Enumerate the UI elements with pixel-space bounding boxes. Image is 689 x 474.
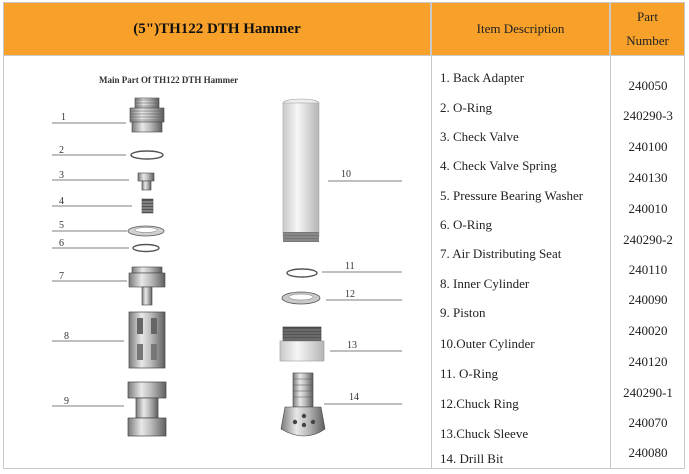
part-number: 240110 <box>628 262 668 277</box>
item-description: 9. Piston <box>440 305 486 320</box>
part-outer-cylinder <box>282 98 320 242</box>
title-text: (5")TH122 DTH Hammer <box>133 20 301 37</box>
part-back-adapter <box>129 97 165 133</box>
part-number: 240290-1 <box>623 385 673 400</box>
part-chuck-sleeve <box>279 326 325 362</box>
part-check-valve <box>137 172 155 191</box>
callout-1: 1 <box>61 112 66 123</box>
description-column: 1. Back Adapter 2. O-Ring 3. Check Valve… <box>431 56 610 469</box>
part-number: 240290-2 <box>623 232 673 247</box>
part-number: 240130 <box>628 170 668 185</box>
part-piston <box>127 381 167 437</box>
part-number: 240090 <box>628 292 668 307</box>
exploded-drawing-panel: Main Part Of TH122 DTH Hammer 1 2 3 4 5 … <box>3 56 431 469</box>
exploded-drawing: Main Part Of TH122 DTH Hammer 1 2 3 4 5 … <box>52 75 402 437</box>
part-number: 240290-3 <box>623 108 673 123</box>
part-chuck-ring <box>281 291 321 305</box>
callout-8: 8 <box>64 331 69 342</box>
callout-7: 7 <box>59 271 64 282</box>
part-inner-cylinder <box>128 311 166 369</box>
item-description: 14. Drill Bit <box>440 451 504 466</box>
part-number: 240070 <box>628 415 668 430</box>
part-header-line2: Number <box>626 33 669 48</box>
part-number: 240100 <box>628 139 668 154</box>
leader-lines-left <box>52 122 132 407</box>
item-description: 6. O-Ring <box>440 217 492 232</box>
part-number-column: 240050 240290-3 240100 240130 240010 240… <box>610 56 685 469</box>
part-number: 240020 <box>628 323 668 338</box>
callout-10: 10 <box>341 169 351 180</box>
item-description: 1. Back Adapter <box>440 70 525 85</box>
part-o-ring-6 <box>132 243 160 253</box>
item-description: 7. Air Distributing Seat <box>440 246 562 261</box>
callout-4: 4 <box>59 196 64 207</box>
part-number: 240120 <box>628 354 668 369</box>
item-description: 10.Outer Cylinder <box>440 336 535 351</box>
drawing-caption: Main Part Of TH122 DTH Hammer <box>99 75 238 85</box>
callout-3: 3 <box>59 170 64 181</box>
item-description: 13.Chuck Sleeve <box>440 426 529 441</box>
item-description: 11. O-Ring <box>440 366 499 381</box>
callout-9: 9 <box>64 396 69 407</box>
item-description: 3. Check Valve <box>440 129 519 144</box>
item-description: 4. Check Valve Spring <box>440 158 557 173</box>
part-number: 240080 <box>628 445 668 460</box>
item-description: 2. O-Ring <box>440 100 492 115</box>
callout-5: 5 <box>59 220 64 231</box>
callout-14: 14 <box>349 392 359 403</box>
part-o-ring-2 <box>130 150 164 160</box>
column-header-part-number: Part Number <box>610 2 685 56</box>
part-check-valve-spring <box>141 198 154 214</box>
callout-2: 2 <box>59 145 64 156</box>
part-pressure-bearing-washer <box>127 225 165 237</box>
item-description: 8. Inner Cylinder <box>440 276 530 291</box>
part-air-distributing-seat <box>128 266 166 306</box>
column-header-description: Item Description <box>431 2 610 56</box>
description-header-text: Item Description <box>476 21 565 36</box>
callout-12: 12 <box>345 289 355 300</box>
part-number: 240010 <box>628 201 668 216</box>
part-drill-bit <box>280 372 326 437</box>
item-description: 5. Pressure Bearing Washer <box>440 188 584 203</box>
item-description: 12.Chuck Ring <box>440 396 519 411</box>
callout-13: 13 <box>347 340 357 351</box>
part-o-ring-11 <box>286 268 318 278</box>
table-title: (5")TH122 DTH Hammer <box>3 2 431 56</box>
callout-6: 6 <box>59 238 64 249</box>
part-header-line1: Part <box>637 9 658 24</box>
callout-11: 11 <box>345 261 355 272</box>
part-number: 240050 <box>628 78 668 93</box>
